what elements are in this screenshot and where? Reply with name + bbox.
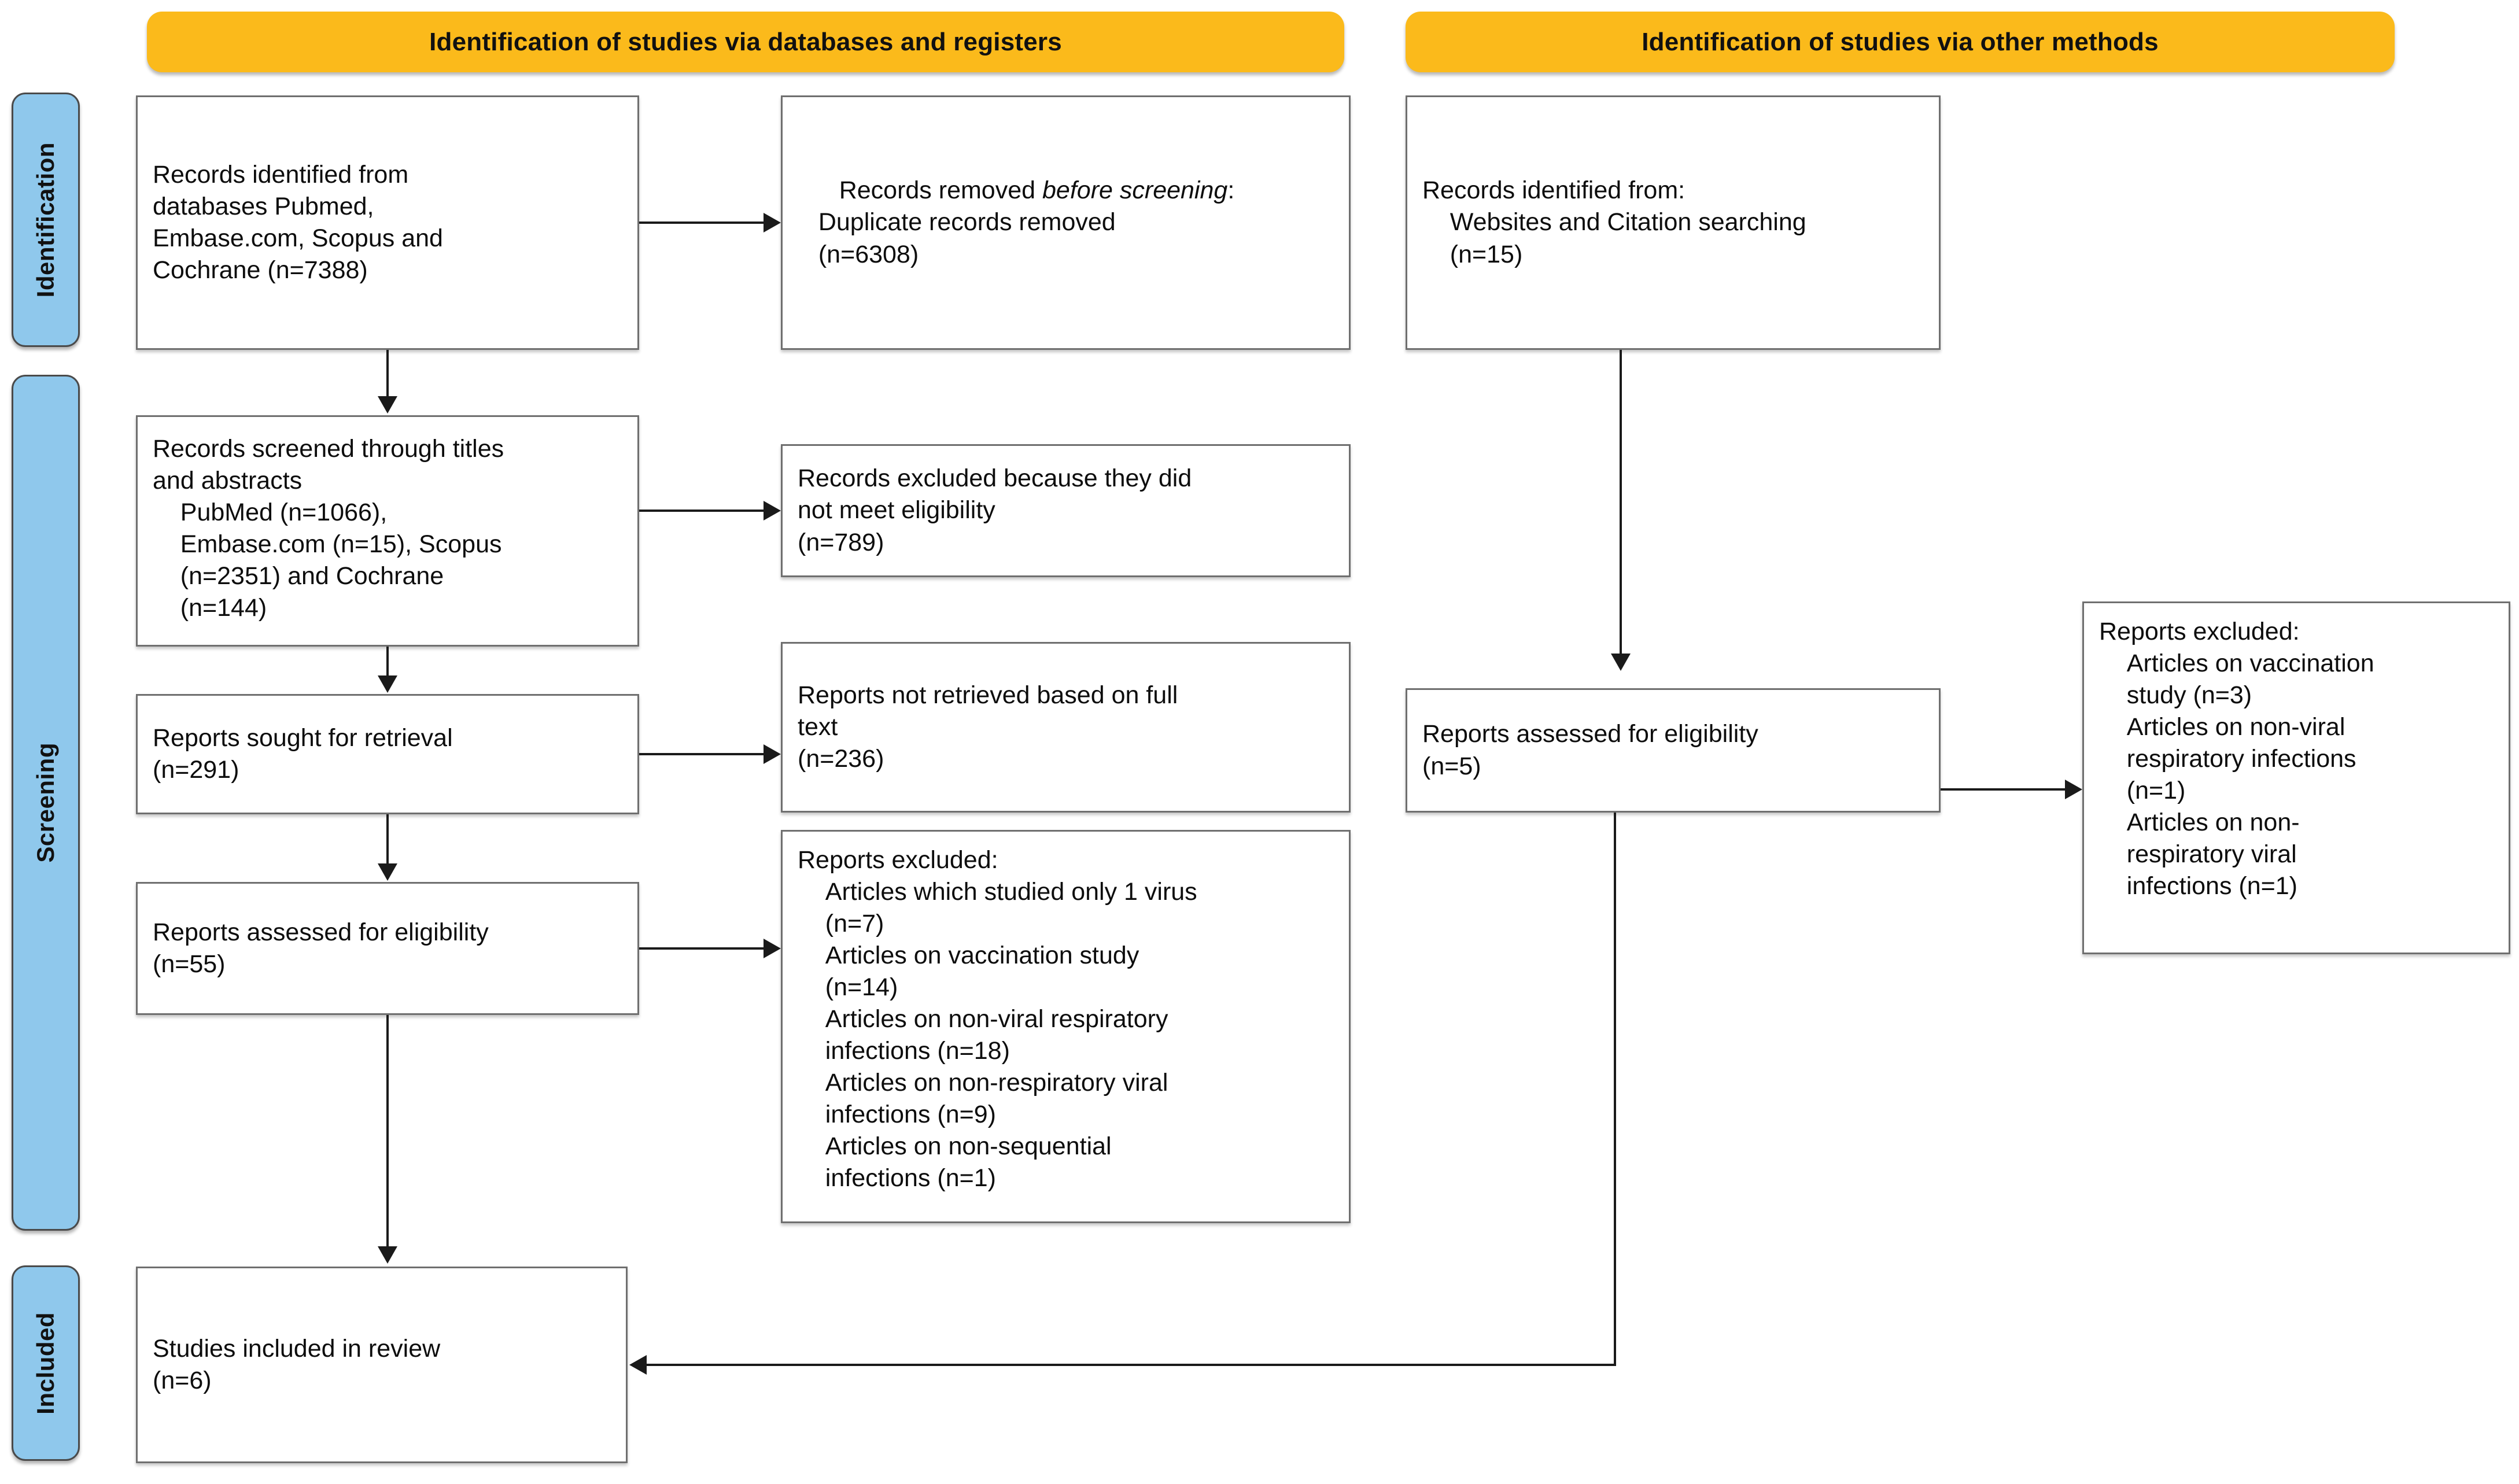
arrowhead-sought-to-assessed [378, 863, 397, 881]
phase-bar-screening: Screening [12, 375, 80, 1231]
banner-other-methods: Identification of studies via other meth… [1406, 12, 2395, 72]
connector-other-assessed-to-excluded [1941, 788, 2065, 791]
connector-assessed-to-excluded [639, 947, 764, 950]
connector-assessed-to-included [386, 1015, 389, 1246]
box-studies-included-in-review: Studies included in review (n=6) [136, 1267, 628, 1463]
records-removed-rest: Duplicate records removed (n=6308) [818, 208, 1116, 268]
arrowhead-other-assessed-to-included [629, 1355, 647, 1375]
box-reports-excluded-other-methods: Reports excluded: Articles on vaccinatio… [2082, 601, 2510, 954]
phase-label-identification: Identification [32, 142, 59, 298]
connector-screened-to-excluded [639, 510, 764, 512]
box-reports-assessed-other-text: Reports assessed for eligibility (n=5) [1422, 720, 1758, 780]
box-records-removed-text: Records removed before screening: Duplic… [783, 143, 1349, 302]
phase-bar-identification: Identification [12, 93, 80, 347]
box-reports-not-retrieved-text: Reports not retrieved based on full text… [798, 681, 1178, 773]
records-removed-italic: before screening [1042, 176, 1228, 205]
box-reports-excluded-databases: Reports excluded: Articles which studied… [781, 830, 1351, 1223]
box-reports-assessed-eligibility-databases: Reports assessed for eligibility (n=55) [136, 882, 639, 1015]
box-reports-assessed-eligibility-other: Reports assessed for eligibility (n=5) [1406, 688, 1941, 813]
banner-databases-registers: Identification of studies via databases … [147, 12, 1344, 72]
box-reports-excluded-other-text: Reports excluded: Articles on vaccinatio… [2099, 618, 2374, 900]
box-studies-included-text: Studies included in review (n=6) [153, 1334, 441, 1394]
phase-bar-included: Included [12, 1265, 80, 1461]
connector-identified-to-screened [386, 350, 389, 396]
box-records-excluded-text: Records excluded because they did not me… [798, 464, 1192, 556]
connector-other-assessed-left [647, 1364, 1616, 1366]
arrowhead-assessed-to-included [378, 1246, 397, 1264]
box-reports-sought-for-retrieval: Reports sought for retrieval (n=291) [136, 694, 639, 814]
connector-screened-to-sought [386, 647, 389, 675]
box-records-removed-before-screening: Records removed before screening: Duplic… [781, 95, 1351, 350]
connector-identified-to-removed [639, 222, 764, 224]
box-records-excluded: Records excluded because they did not me… [781, 444, 1351, 577]
arrowhead-other-assessed-to-excluded [2065, 780, 2082, 799]
box-records-identified-databases: Records identified from databases Pubmed… [136, 95, 639, 350]
arrowhead-identified-to-removed [764, 213, 781, 232]
box-records-identified-databases-text: Records identified from databases Pubmed… [153, 160, 443, 285]
box-records-screened-text: Records screened through titles and abst… [153, 435, 504, 622]
box-records-identified-other-methods: Records identified from: Websites and Ci… [1406, 95, 1941, 350]
connector-sought-to-not-retrieved [639, 753, 764, 755]
banner-other-label: Identification of studies via other meth… [1642, 27, 2159, 56]
connector-other-identified-to-assessed [1620, 350, 1622, 654]
arrowhead-screened-to-excluded [764, 501, 781, 520]
phase-label-included: Included [32, 1312, 59, 1415]
box-reports-sought-text: Reports sought for retrieval (n=291) [153, 723, 453, 784]
connector-sought-to-assessed [386, 814, 389, 863]
connector-other-assessed-down [1614, 813, 1616, 1365]
records-removed-line1: Records removed [839, 176, 1042, 205]
arrowhead-sought-to-not-retrieved [764, 744, 781, 764]
box-records-identified-other-text: Records identified from: Websites and Ci… [1422, 176, 1806, 268]
box-reports-not-retrieved: Reports not retrieved based on full text… [781, 642, 1351, 813]
box-reports-assessed-db-text: Reports assessed for eligibility (n=55) [153, 918, 489, 978]
arrowhead-assessed-to-excluded [764, 939, 781, 958]
arrowhead-screened-to-sought [378, 675, 397, 693]
phase-label-screening: Screening [32, 743, 59, 863]
arrowhead-other-identified-to-assessed [1611, 654, 1631, 671]
box-records-screened: Records screened through titles and abst… [136, 415, 639, 647]
arrowhead-identified-to-screened [378, 396, 397, 414]
box-reports-excluded-db-text: Reports excluded: Articles which studied… [798, 846, 1197, 1193]
records-removed-colon: : [1227, 176, 1235, 205]
banner-databases-label: Identification of studies via databases … [429, 27, 1062, 56]
